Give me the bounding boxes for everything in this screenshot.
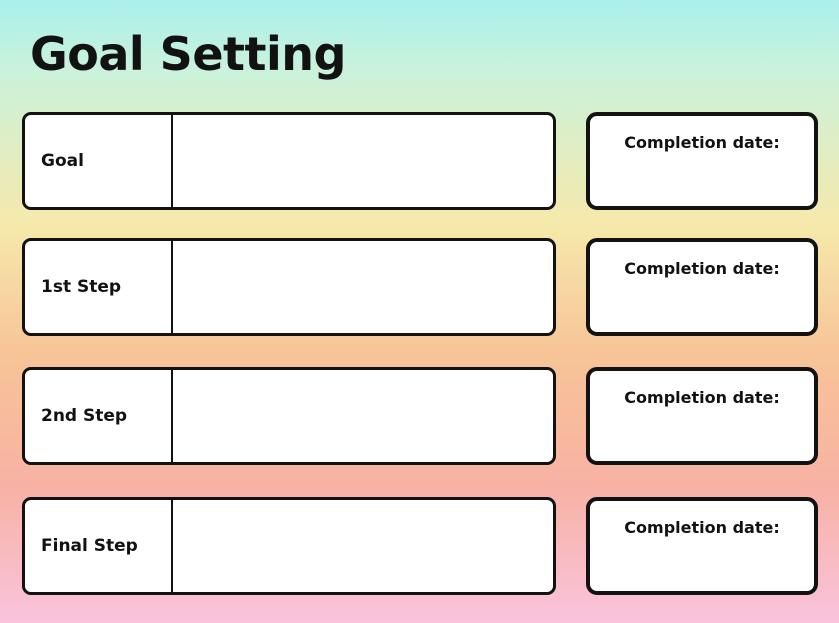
row-label: 1st Step [41,277,122,297]
goal-row: Goal Completion date: [0,112,839,210]
completion-date-label: Completion date: [624,133,780,152]
completion-date-box: Completion date: [586,238,818,336]
completion-date-label: Completion date: [624,259,780,278]
row-label-cell: Final Step [25,500,173,592]
completion-date-box: Completion date: [586,497,818,595]
completion-date-field[interactable] [590,537,814,591]
final-step-box: Final Step [22,497,556,595]
first-step-value-field[interactable] [173,241,553,333]
completion-date-field[interactable] [590,152,814,206]
second-step-row: 2nd Step Completion date: [0,367,839,465]
row-label: 2nd Step [41,406,128,426]
goal-value-field[interactable] [173,115,553,207]
completion-date-field[interactable] [590,278,814,332]
completion-date-label: Completion date: [624,518,780,537]
first-step-row: 1st Step Completion date: [0,238,839,336]
completion-date-field[interactable] [590,407,814,461]
row-label-cell: 1st Step [25,241,173,333]
row-label-cell: 2nd Step [25,370,173,462]
row-label: Goal [41,151,84,171]
completion-date-box: Completion date: [586,112,818,210]
final-step-row: Final Step Completion date: [0,497,839,595]
second-step-box: 2nd Step [22,367,556,465]
final-step-value-field[interactable] [173,500,553,592]
goal-box: Goal [22,112,556,210]
completion-date-box: Completion date: [586,367,818,465]
second-step-value-field[interactable] [173,370,553,462]
completion-date-label: Completion date: [624,388,780,407]
row-label-cell: Goal [25,115,173,207]
page-title: Goal Setting [30,27,346,81]
first-step-box: 1st Step [22,238,556,336]
row-label: Final Step [41,536,138,556]
